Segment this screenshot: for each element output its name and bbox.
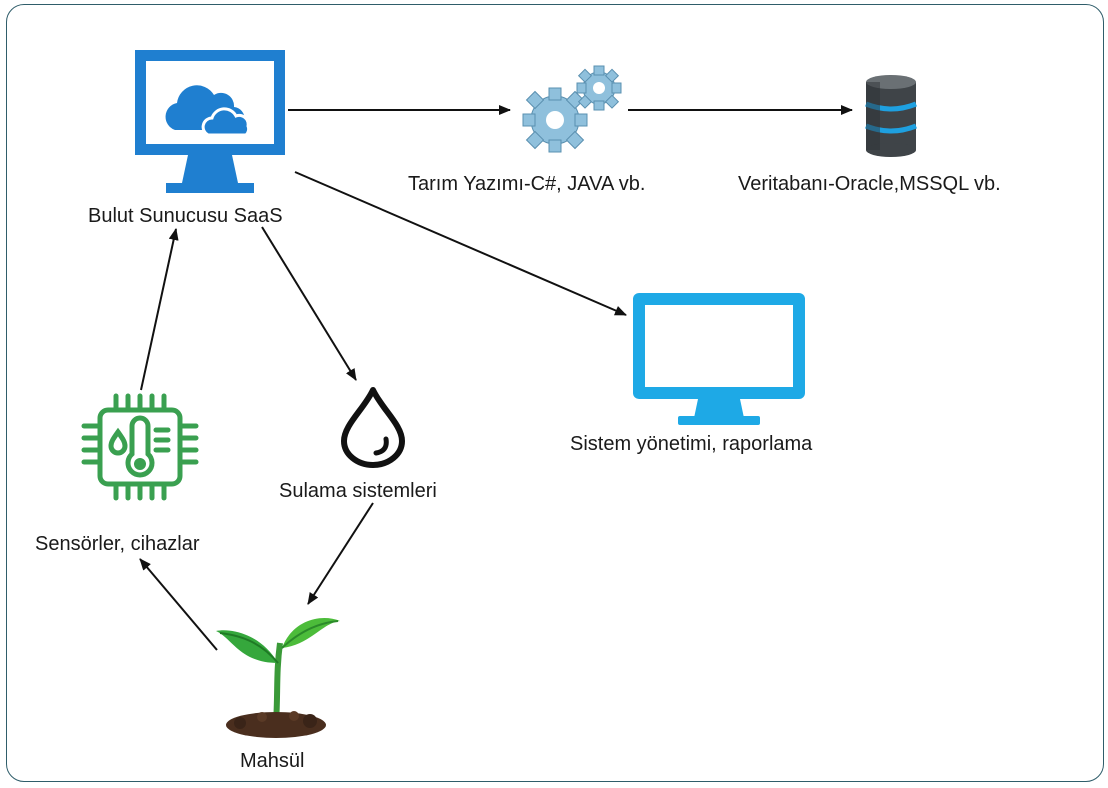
edge-sensors-to-cloud [140,228,179,391]
database-label: Veritabanı-Oracle,MSSQL vb. [738,173,1001,195]
edge-crop-to-sensors [139,558,218,651]
cloud-monitor-icon [135,50,285,193]
sensors-label: Sensörler, cihazlar [35,533,200,555]
sensor-chip-icon [81,393,199,501]
crop-label: Mahsül [240,750,305,772]
edge-irrigation-to-crop [307,502,374,605]
cloud-server-label: Bulut Sunucusu SaaS [88,205,283,227]
farm-software-label: Tarım Yazımı-C#, JAVA vb. [408,173,646,195]
database-icon [865,75,917,157]
water-drop-icon [341,387,405,468]
edge-cloud-to-management [294,171,627,316]
system-management-label: Sistem yönetimi, raporlama [570,433,813,455]
edge-cloud-to-irrigation [261,226,357,381]
seedling-icon [216,618,340,738]
monitor-icon [633,293,805,425]
gears-icon [522,65,622,153]
irrigation-label: Sulama sistemleri [279,480,437,502]
